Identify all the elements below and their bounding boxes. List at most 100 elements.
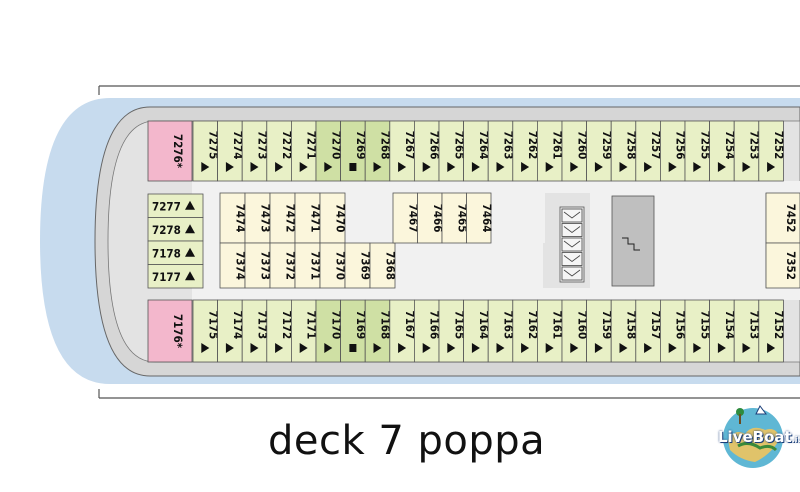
cabin-7178[interactable]: 7178 [147,240,204,265]
cabin-7177[interactable]: 7177 [147,264,204,289]
cabin-7474[interactable]: 7474 [219,192,248,244]
cabin-7169[interactable]: 7169 [340,299,368,363]
suite-7276-star[interactable]: 7276* [147,120,193,182]
cabin-7371[interactable]: 7371 [294,242,323,289]
cabin-7267[interactable]: 7267 [389,120,417,182]
suite-7176-star[interactable]: 7176* [147,299,193,363]
deck-title: deck 7 poppa [268,418,546,464]
cabin-7160[interactable]: 7160 [561,299,589,363]
cabin-7152[interactable]: 7152 [758,299,786,363]
cabin-number: 7159 [600,310,614,339]
cabin-number: 7173 [256,310,270,339]
cabin-7264[interactable]: 7264 [463,120,491,182]
cabin-7260[interactable]: 7260 [561,120,589,182]
cabin-7261[interactable]: 7261 [537,120,565,182]
cabin-7167[interactable]: 7167 [389,299,417,363]
cabin-7262[interactable]: 7262 [512,120,540,182]
cabin-7153[interactable]: 7153 [733,299,762,363]
cabin-7158[interactable]: 7158 [610,299,639,363]
cabin-7257[interactable]: 7257 [635,120,663,182]
cabin-7156[interactable]: 7156 [660,299,688,363]
cabin-7278[interactable]: 7278 [147,217,204,242]
cabin-number: 7278 [152,223,181,237]
cabin-number: 7472 [284,204,298,233]
cabin-number: 7169 [354,310,368,339]
cabin-number: 7368 [384,251,398,280]
cabin-7277[interactable]: 7277 [147,193,204,218]
cabin-7265[interactable]: 7265 [438,120,466,182]
cabin-7155[interactable]: 7155 [684,299,712,363]
cabin-7470[interactable]: 7470 [319,192,348,244]
cabin-7471[interactable]: 7471 [294,192,323,244]
cabin-7253[interactable]: 7253 [733,120,762,182]
cabin-7252[interactable]: 7252 [758,120,786,182]
cabin-7162[interactable]: 7162 [512,299,540,363]
cabin-7161[interactable]: 7161 [537,299,565,363]
cabin-number: 7158 [625,310,639,339]
cabin-7373[interactable]: 7373 [244,242,273,289]
cabin-number: 7471 [309,204,323,233]
suites: 7276* 7176* [147,120,193,363]
cabin-number: 7267 [403,131,417,160]
cabin-7466[interactable]: 7466 [417,192,445,244]
cabin-7372[interactable]: 7372 [269,242,298,289]
cabin-7168[interactable]: 7168 [364,299,393,363]
cabin-7368[interactable]: 7368 [369,242,398,289]
cabin-7271[interactable]: 7271 [290,120,319,182]
balcony-arrow-icon [693,162,702,172]
cabin-number: 7466 [431,204,445,233]
cabin-number: 7467 [406,204,420,233]
cabin-7452[interactable]: 7452 [765,192,800,244]
cabin-7275[interactable]: 7275 [192,120,220,182]
cabin-7374[interactable]: 7374 [219,242,248,289]
cabin-7259[interactable]: 7259 [586,120,614,182]
cabin-7165[interactable]: 7165 [438,299,466,363]
cabin-7258[interactable]: 7258 [610,120,639,182]
cabin-7370[interactable]: 7370 [319,242,348,289]
cabin-7157[interactable]: 7157 [635,299,663,363]
cabin-7273[interactable]: 7273 [241,120,270,182]
cabin-7274[interactable]: 7274 [217,120,245,182]
cabin-7159[interactable]: 7159 [586,299,614,363]
cabin-7164[interactable]: 7164 [463,299,491,363]
balcony-arrow-icon [521,162,530,172]
cabin-7255[interactable]: 7255 [684,120,712,182]
cabin-7464[interactable]: 7464 [466,192,494,244]
cabin-7171[interactable]: 7171 [290,299,319,363]
balcony-arrow-icon [373,162,382,172]
cabin-number: 7156 [674,310,688,339]
cabin-7272[interactable]: 7272 [266,120,294,182]
cabin-7175[interactable]: 7175 [192,299,220,363]
balcony-arrow-icon [225,343,234,353]
cabin-7174[interactable]: 7174 [217,299,245,363]
cabin-7170[interactable]: 7170 [315,299,343,363]
cabin-7154[interactable]: 7154 [709,299,737,363]
cabin-7263[interactable]: 7263 [487,120,516,182]
cabin-7472[interactable]: 7472 [269,192,298,244]
balcony-arrow-icon [471,343,480,353]
cabin-number: 7177 [152,270,181,284]
cabin-7163[interactable]: 7163 [487,299,516,363]
cabin-number: 7276* [171,134,185,169]
cabin-7166[interactable]: 7166 [413,299,442,363]
cabin-number: 7275 [206,131,220,160]
cabin-7173[interactable]: 7173 [241,299,270,363]
cabin-7270[interactable]: 7270 [315,120,343,182]
cabin-7465[interactable]: 7465 [441,192,469,244]
balcony-arrow-icon [668,162,677,172]
cabin-7473[interactable]: 7473 [244,192,273,244]
cabin-7269[interactable]: 7269 [340,120,368,182]
cabin-number: 7253 [748,131,762,160]
cabin-7254[interactable]: 7254 [709,120,737,182]
cabin-7172[interactable]: 7172 [266,299,294,363]
cabin-number: 7168 [379,310,393,339]
cabin-number: 7452 [784,204,798,233]
cabin-7352[interactable]: 7352 [765,242,800,289]
cabin-7266[interactable]: 7266 [413,120,442,182]
cabin-7256[interactable]: 7256 [660,120,688,182]
cabin-7467[interactable]: 7467 [392,192,420,244]
cabin-7369[interactable]: 7369 [344,242,373,289]
cabin-7268[interactable]: 7268 [364,120,393,182]
